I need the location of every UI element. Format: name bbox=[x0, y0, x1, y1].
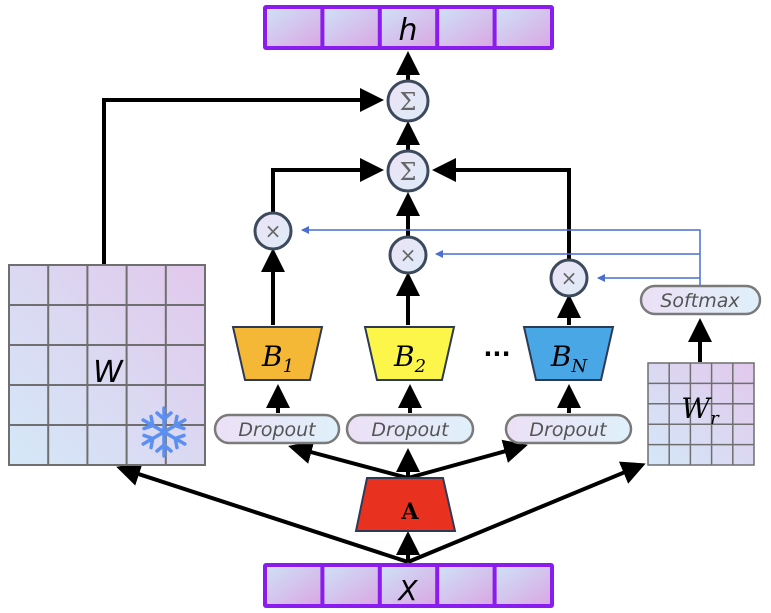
expert-b1-label-sub: 1 bbox=[283, 356, 294, 377]
shared-a-block: A bbox=[354, 477, 457, 532]
frozen-weight-matrix bbox=[8, 264, 206, 466]
expert-bn: BN bbox=[522, 326, 615, 381]
dropout-1-label: Dropout bbox=[238, 419, 317, 441]
expert-b1: B1 bbox=[231, 326, 324, 381]
dropout-2-label: Dropout bbox=[371, 419, 450, 441]
mul-node-n: × bbox=[549, 258, 589, 298]
input-vector-cell bbox=[324, 567, 378, 604]
dropout-n-label: Dropout bbox=[529, 419, 608, 441]
router-weight-matrix bbox=[647, 362, 755, 466]
input-vector-cell bbox=[267, 567, 321, 604]
sum-symbol-mid: Σ bbox=[400, 158, 417, 186]
snowflake-icon bbox=[137, 406, 191, 458]
input-vector-x bbox=[263, 563, 554, 608]
expert-bn-label-sub: N bbox=[570, 356, 588, 377]
expert-b2-label: B2 bbox=[393, 340, 426, 377]
arrow-x-to-w bbox=[116, 462, 409, 564]
mul-node-2: × bbox=[388, 235, 428, 275]
softmax-label: Softmax bbox=[660, 290, 740, 312]
sum-node-mid: Σ bbox=[386, 149, 430, 193]
router-lines bbox=[301, 226, 701, 286]
arrow-a-to-dropoutn bbox=[407, 439, 528, 480]
sum-symbol-top: Σ bbox=[400, 88, 417, 116]
input-vector-cell bbox=[381, 567, 436, 604]
mul-node-1: × bbox=[253, 211, 293, 251]
expert-b2: B2 bbox=[363, 326, 456, 381]
output-vector-cell bbox=[439, 9, 493, 46]
shared-a-label: A bbox=[400, 499, 419, 525]
expert-b1-label: B1 bbox=[261, 340, 294, 377]
softmax-block: Softmax bbox=[639, 284, 762, 316]
router-weight-label-main: W bbox=[681, 392, 712, 425]
input-vector-cell bbox=[496, 567, 550, 604]
frozen-weight-label: W bbox=[93, 355, 124, 390]
router-weight-label-sub: r bbox=[710, 408, 720, 429]
expert-bn-label-main: B bbox=[550, 340, 572, 373]
input-vector-cell bbox=[439, 567, 493, 604]
dropout-1: Dropout bbox=[213, 413, 341, 445]
output-label-h: h bbox=[398, 13, 417, 48]
expert-b1-label-main: B bbox=[261, 340, 283, 373]
output-vector-cell bbox=[267, 9, 321, 46]
arrow-a-to-dropout1 bbox=[288, 440, 409, 480]
expert-b2-label-sub: 2 bbox=[414, 356, 426, 377]
mul-symbol-n: × bbox=[561, 266, 578, 290]
frozen-weight-grid-background bbox=[8, 264, 206, 466]
arrow-w-to-sum-top bbox=[102, 88, 384, 265]
arrow-x-to-wr bbox=[407, 461, 646, 564]
output-vector-h bbox=[263, 5, 554, 50]
router-weight-grid-background bbox=[647, 362, 755, 466]
expert-bn-label: BN bbox=[550, 340, 589, 377]
sum-node-top: Σ bbox=[386, 79, 430, 123]
input-label-x: X bbox=[396, 574, 418, 607]
output-vector-cell bbox=[381, 9, 436, 46]
mul-symbol-2: × bbox=[400, 243, 417, 267]
router-line-1 bbox=[301, 226, 701, 286]
output-vector-cell bbox=[496, 9, 550, 46]
expert-b2-label-main: B bbox=[393, 340, 415, 373]
arrow-mul1-to-sum bbox=[271, 158, 384, 217]
arrow-muln-to-sum bbox=[432, 158, 571, 260]
router-weight-label: Wr bbox=[681, 392, 720, 429]
experts-ellipsis: ··· bbox=[483, 340, 510, 368]
output-vector-cell bbox=[324, 9, 378, 46]
dropout-2: Dropout bbox=[345, 413, 475, 445]
mul-symbol-1: × bbox=[265, 219, 282, 243]
dropout-n: Dropout bbox=[504, 413, 633, 445]
